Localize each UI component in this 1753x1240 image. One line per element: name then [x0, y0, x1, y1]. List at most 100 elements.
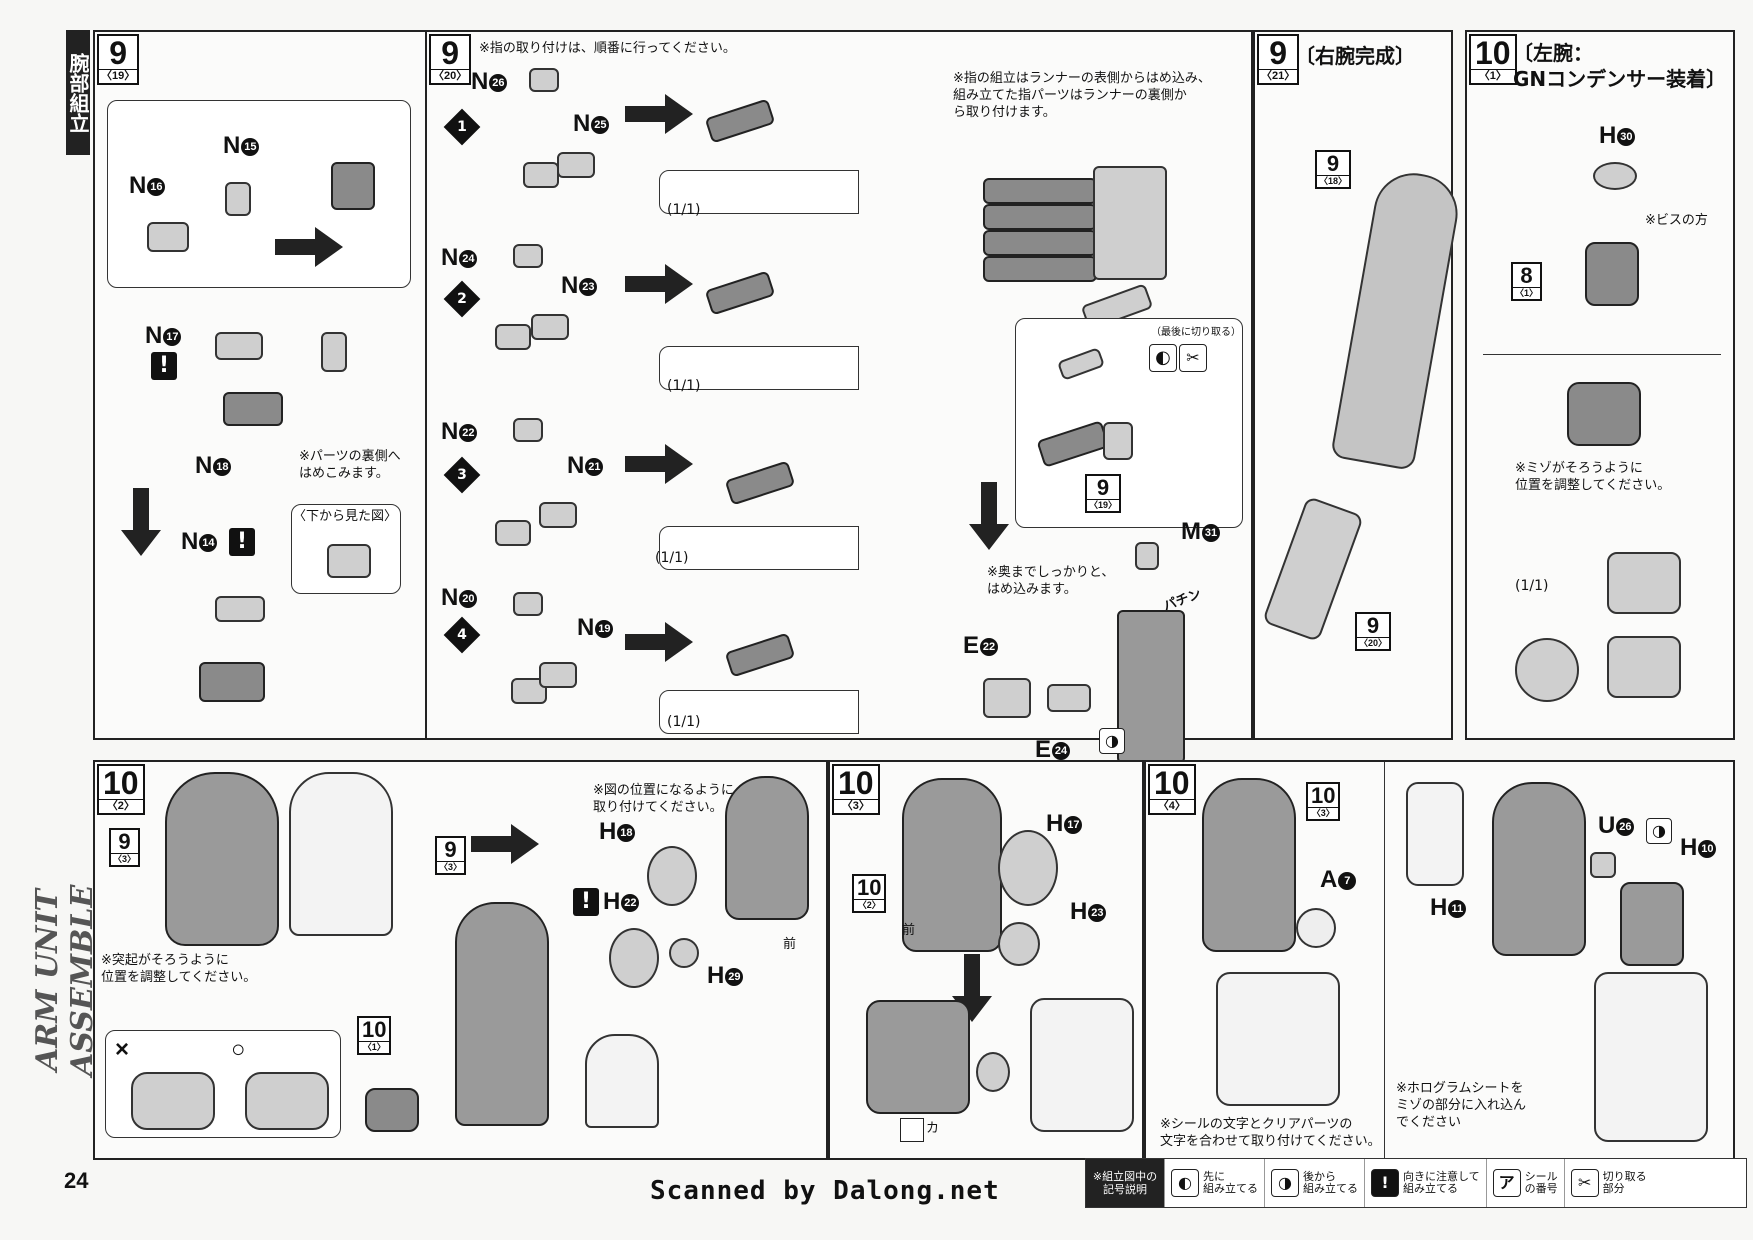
legend-header: ※組立図中の 記号説明 — [1086, 1159, 1164, 1207]
part-shape — [539, 662, 577, 688]
cut-icon: ✂ — [1179, 344, 1207, 372]
step-number: 10〈3〉 — [832, 764, 880, 815]
shoulder-part-shape — [1492, 782, 1586, 956]
view-from-below-label: 〈下から見た図〉 — [293, 509, 398, 524]
sequence-icon: ◐ — [1149, 344, 1177, 372]
arm-part-shape — [455, 902, 549, 1126]
sticker-number: カ — [926, 1121, 940, 1136]
part-shape — [523, 162, 559, 188]
part-shape — [1607, 552, 1681, 614]
ref-step: 9〈3〉 — [109, 828, 141, 867]
clear-part-shape — [1296, 908, 1336, 948]
part-shape — [245, 1072, 329, 1130]
note-figure-position: ※図の位置になるように 取り付けてください。 — [593, 783, 734, 815]
runner-box — [659, 526, 859, 570]
note-finger-order: ※指の取り付けは、順番に行ってください。 — [479, 41, 736, 56]
sequence-icon: ◑ — [1646, 818, 1672, 844]
part-shape — [513, 592, 543, 616]
ring-shape — [647, 846, 697, 906]
part-shape — [321, 332, 347, 372]
panel-hand-assembly: ※指の組立はランナーの表側からはめ込み、 組み立てた指パーツはランナーの裏側か … — [863, 30, 1253, 764]
part-shape — [513, 244, 543, 268]
part-shape — [866, 1000, 970, 1114]
ref-step: 9〈19〉 — [1085, 474, 1122, 513]
ref-step: 10〈1〉 — [357, 1016, 392, 1055]
part-shape — [289, 772, 393, 936]
hand-part-shape — [1261, 495, 1365, 643]
part-shape — [983, 230, 1097, 256]
part-shape — [331, 162, 375, 210]
note-groove-align: ※ミゾがそろうように 位置を調整してください。 — [1515, 461, 1671, 493]
note-hologram: ※ホログラムシートを ミゾの部分に入れ込ん でください — [1396, 1081, 1527, 1130]
shoulder-part-shape — [725, 776, 809, 920]
sticker-number-icon: ア — [1492, 1169, 1521, 1197]
part-shape — [1607, 636, 1681, 698]
shoulder-part-shape — [1202, 778, 1296, 952]
part-shape — [1117, 610, 1185, 764]
part-shape — [131, 1072, 215, 1130]
step-number: 10〈2〉 — [97, 764, 145, 815]
legend-item-direction: !向きに注意して 組み立てる — [1364, 1159, 1486, 1207]
note-runner-side: ※指の組立はランナーの表側からはめ込み、 組み立てた指パーツはランナーの裏側か … — [953, 71, 1211, 120]
part-shape — [215, 332, 263, 360]
ref-step: 8〈1〉 — [1511, 262, 1543, 301]
panel-title: 〔左腕： GNコンデンサー装着〕 — [1513, 41, 1727, 91]
part-shape — [1047, 684, 1091, 712]
side-title: ARM UNIT ASSEMBLE — [30, 884, 100, 1076]
part-shape — [724, 632, 796, 678]
ratio-label: (1/1) — [667, 378, 701, 394]
arrow-right-icon — [275, 227, 343, 267]
ring-shape — [998, 830, 1058, 906]
runner-box — [659, 346, 859, 390]
panel-title: 〔右腕完成〕 — [1295, 44, 1415, 68]
step-number: 10〈4〉 — [1148, 764, 1196, 815]
cut-icon: ✂ — [1570, 1169, 1599, 1197]
part-shape — [495, 324, 531, 350]
step-number: 9〈20〉 — [429, 34, 472, 85]
part-shape — [983, 204, 1097, 230]
part-shape — [1515, 638, 1579, 702]
condenser-shape — [1585, 242, 1639, 306]
front-label: 前 — [902, 923, 916, 938]
part-shape — [704, 270, 776, 316]
ratio-label: (1/1) — [1515, 578, 1549, 594]
warning-icon: ! — [573, 888, 599, 916]
note-back-side: ※パーツの裏側へ はめこみます。 — [299, 449, 401, 481]
page-number: 24 — [64, 1168, 89, 1193]
arrow-right-icon — [625, 622, 693, 662]
ring-shape — [998, 922, 1040, 966]
part-shape — [704, 98, 776, 144]
part-shape — [557, 152, 595, 178]
part-shape — [1593, 162, 1637, 190]
section-tag: 腕部組立 — [66, 30, 90, 155]
arrow-right-icon — [471, 824, 539, 864]
part-shape — [669, 938, 699, 968]
watermark: Scanned by Dalong.net — [650, 1176, 1000, 1206]
part-shape — [1590, 852, 1616, 878]
warning-icon: ! — [151, 352, 177, 380]
part-shape — [1093, 166, 1167, 280]
step-diamond-3: 3 — [443, 456, 481, 494]
part-shape — [724, 460, 796, 506]
ref-step: 9〈20〉 — [1355, 612, 1392, 651]
ref-step: 9〈3〉 — [435, 836, 467, 875]
part-shape — [225, 182, 251, 216]
arrow-right-icon — [625, 264, 693, 304]
